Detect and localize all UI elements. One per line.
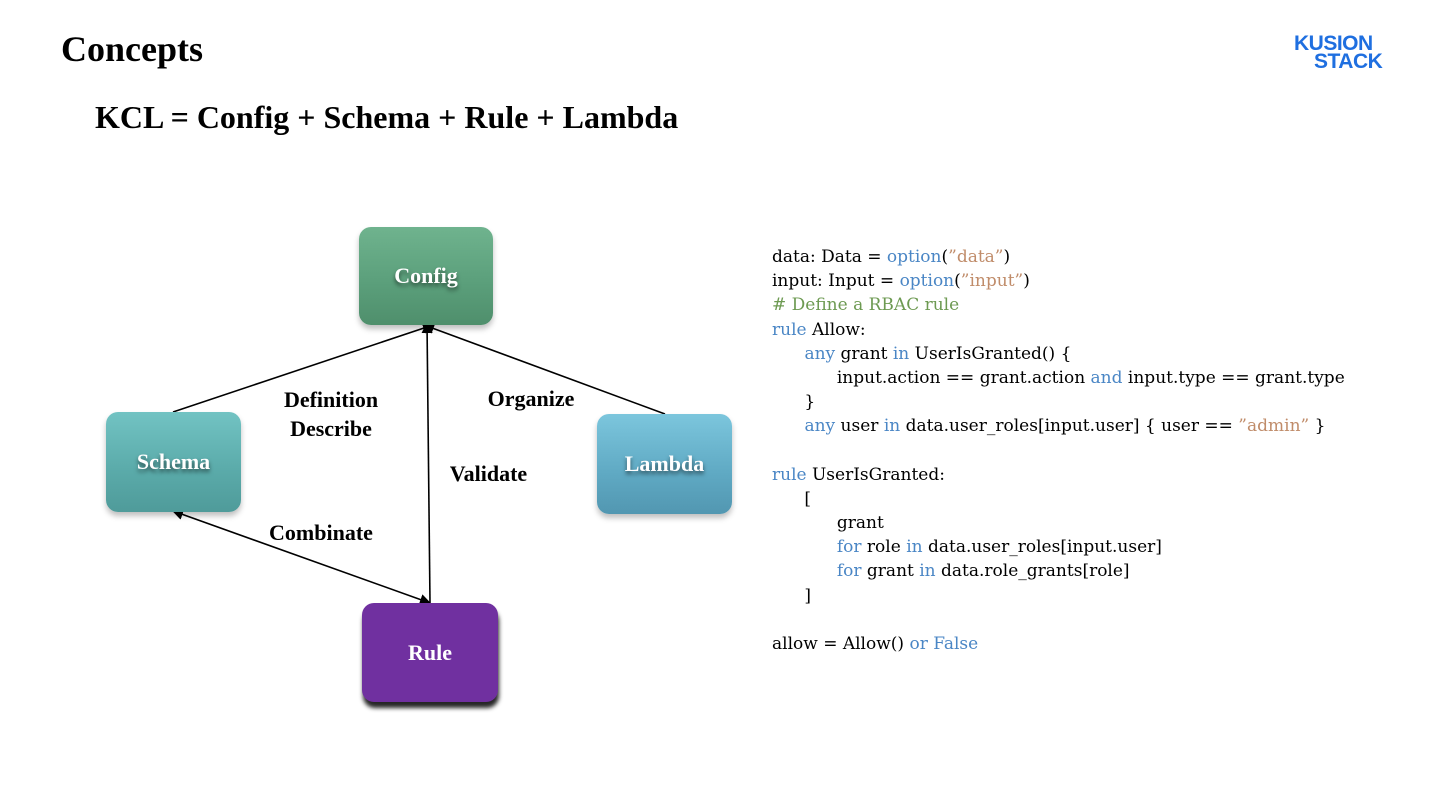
code-line: } <box>772 390 1345 414</box>
code-token: allow = Allow() <box>772 634 910 654</box>
code-line: for grant in data.role_grants[role] <box>772 559 1345 583</box>
code-token: in <box>906 537 923 558</box>
code-token: ) <box>1023 271 1030 292</box>
code-line: # Define a RBAC rule <box>772 293 1345 317</box>
edge-label-definition: Definition <box>283 387 379 412</box>
code-token: or False <box>909 634 979 654</box>
code-token: ( <box>941 247 949 267</box>
kcl-code-block: data: Data = option(”data”)input: Input … <box>772 245 1345 656</box>
page-title: Concepts <box>61 29 203 69</box>
code-line: input.action == grant.action and input.t… <box>772 366 1345 390</box>
code-line: grant <box>772 511 1345 535</box>
edge-label-combinate: Combinate <box>269 520 373 545</box>
code-token: data.user_roles[input.user] <box>922 537 1162 558</box>
code-token: Allow: <box>806 319 866 340</box>
edge-label-definition-describe: Definition Describe <box>276 385 386 443</box>
code-line: data: Data = option(”data”) <box>772 245 1345 269</box>
code-line: any user in data.user_roles[input.user] … <box>772 414 1345 438</box>
code-token: for <box>836 561 862 582</box>
edge-label-describe: Describe <box>290 416 372 441</box>
code-token: rule <box>772 319 807 340</box>
code-line: ] <box>772 584 1345 608</box>
code-token: option <box>886 247 942 267</box>
code-line <box>772 439 1345 463</box>
code-token: ( <box>954 271 961 292</box>
code-token: data: Data = <box>772 247 887 267</box>
code-token: # Define a RBAC rule <box>772 295 960 316</box>
kcl-concept-diagram: Config Schema Lambda Rule Definition Des… <box>106 227 732 702</box>
code-token: in <box>919 561 936 582</box>
code-token: role <box>861 537 907 558</box>
code-token: UserIsGranted: <box>806 464 945 485</box>
code-token: option <box>899 271 955 292</box>
edge-rule-config <box>421 321 433 604</box>
code-token: any <box>804 343 836 364</box>
code-token: UserIsGranted() { <box>909 343 1072 364</box>
code-token: } <box>772 392 816 413</box>
code-token: rule <box>772 464 807 485</box>
code-token: data.role_grants[role] <box>935 561 1130 582</box>
code-line: rule UserIsGranted: <box>772 463 1345 487</box>
code-token: input.type == grant.type <box>1122 367 1345 388</box>
edge-label-organize: Organize <box>487 386 575 411</box>
page-subtitle: KCL = Config + Schema + Rule + Lambda <box>95 99 679 135</box>
code-token: for <box>836 537 862 558</box>
node-rule: Rule <box>362 603 498 702</box>
logo-line-1: KUSION <box>1294 32 1373 55</box>
logo-line-2: STACK <box>1314 50 1383 70</box>
code-token: } <box>1309 416 1326 437</box>
edge-schema-config <box>172 322 435 413</box>
code-token: and <box>1090 367 1123 388</box>
code-token: input: Input = <box>772 271 900 292</box>
node-schema: Schema <box>106 412 241 512</box>
code-line <box>772 608 1345 632</box>
code-token: input.action == grant.action <box>772 367 1091 388</box>
code-token <box>772 561 837 581</box>
code-token: ] <box>772 585 812 606</box>
code-token: in <box>883 416 901 437</box>
code-token: [ <box>772 488 812 509</box>
code-line: rule Allow: <box>772 318 1345 342</box>
code-token: grant <box>772 513 884 534</box>
code-token <box>772 537 837 557</box>
code-line: allow = Allow() or False <box>772 632 1345 656</box>
edge-schema-rule <box>171 509 432 605</box>
code-token <box>772 344 804 364</box>
diagram-edges <box>171 321 666 605</box>
edge-lambda-config <box>422 323 666 415</box>
code-token <box>772 416 804 436</box>
code-token: ”input” <box>960 271 1024 292</box>
code-line: [ <box>772 487 1345 511</box>
code-token: grant <box>861 561 920 582</box>
kusion-stack-logo: KUSION STACK <box>1294 32 1383 70</box>
code-token: ”admin” <box>1238 416 1310 437</box>
code-token: any <box>804 416 836 437</box>
edge-label-validate: Validate <box>449 461 528 486</box>
node-lambda: Lambda <box>597 414 732 514</box>
code-token: ”data” <box>948 247 1004 267</box>
code-token: ) <box>1003 247 1011 267</box>
code-token: in <box>892 343 910 364</box>
code-line: input: Input = option(”input”) <box>772 269 1345 293</box>
node-config: Config <box>359 227 493 325</box>
code-line: any grant in UserIsGranted() { <box>772 342 1345 366</box>
code-token: grant <box>835 343 893 364</box>
code-line: for role in data.user_roles[input.user] <box>772 535 1345 559</box>
code-token: user <box>835 416 884 437</box>
code-token: data.user_roles[input.user] { user == <box>900 416 1239 437</box>
